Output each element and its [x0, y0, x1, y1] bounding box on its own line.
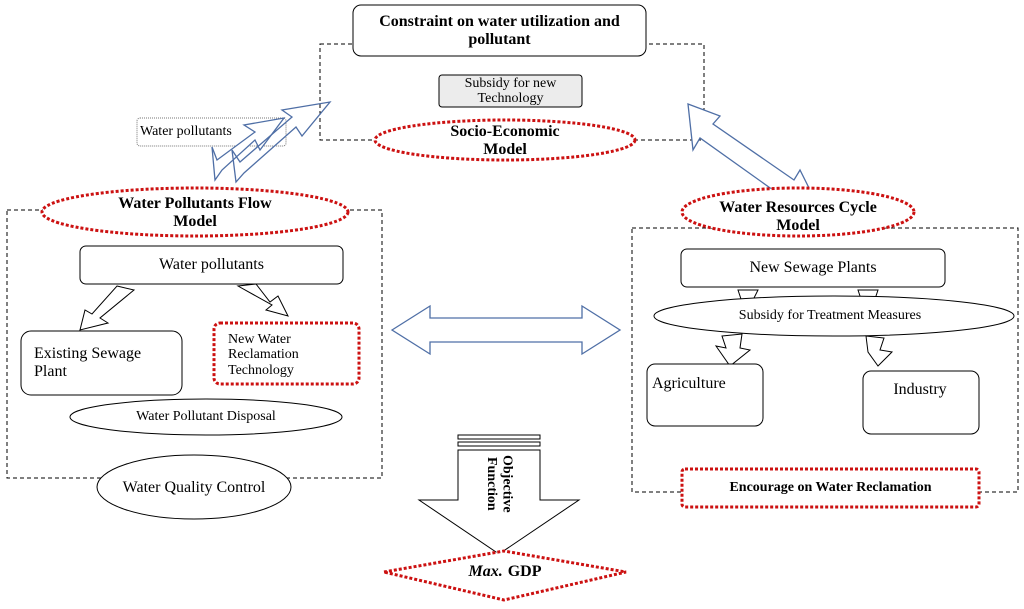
existing-plant-box: [20, 330, 183, 396]
reclamation-tech-box: [212, 321, 361, 386]
to-industry-arrow: [865, 335, 894, 367]
objective-stripe-1: [457, 434, 541, 440]
socio-model-ellipse: [373, 118, 637, 162]
disposal-ellipse: [69, 398, 343, 436]
agriculture-box: [646, 363, 764, 427]
existing-plant-label: Existing Sewage Plant: [34, 345, 150, 380]
pollutants-label: Water pollutants: [159, 256, 264, 274]
pollutants-model-ellipse: [40, 186, 350, 238]
gdp-diamond: [383, 549, 627, 602]
sewage-plants-box: [680, 248, 946, 288]
left-socio-double-arrow-2: [231, 101, 332, 184]
socio-model-label: Socio-Economic Model: [450, 123, 560, 158]
agriculture-label: Agriculture: [652, 375, 726, 393]
constraint-box: [352, 4, 647, 57]
objective-label: Objective Function: [484, 455, 515, 513]
disposal-label: Water Pollutant Disposal: [136, 409, 276, 425]
gdp-label: Max. GDP: [420, 558, 590, 586]
central-double-arrow: [390, 304, 622, 356]
pollutants-region: [6, 209, 383, 479]
resources-model-label: Water Resources Cycle Model: [719, 199, 877, 234]
gdp-prefix: Max.: [468, 563, 503, 581]
quality-label: Water Quality Control: [122, 479, 266, 497]
industry-label: Industry: [893, 381, 947, 399]
to-agriculture-arrow: [714, 333, 752, 367]
objective-stripe-2: [457, 441, 541, 447]
reclamation-tech-label: New Water Reclamation Technology: [228, 331, 299, 378]
quality-ellipse: [96, 454, 292, 520]
pollutants-to-plant-arrow: [79, 285, 136, 331]
objective-arrow: [417, 449, 581, 555]
pollutants-to-reclamation-arrow: [236, 283, 289, 317]
treatment-subsidy-label: Subsidy for Treatment Measures: [738, 308, 922, 324]
treatment-subsidy-ellipse: [653, 295, 1015, 337]
resources-model-ellipse: [680, 186, 916, 238]
pollutants-model-label: Water Pollutants Flow Model: [118, 195, 272, 230]
gdp-text: GDP: [507, 563, 542, 581]
subsidy-tech-label: Subsidy for new Technology: [464, 75, 557, 106]
constraint-label: Constraint on water utilization and poll…: [379, 12, 620, 48]
sewage-plants-label: New Sewage Plants: [749, 259, 877, 277]
industry-box: [862, 370, 980, 435]
encourage-label: Encourage on Water Reclamation: [729, 480, 932, 496]
subsidy-tech-box: [438, 74, 583, 108]
encourage-box: [680, 467, 981, 509]
water-pollutants-tag-label: Water pollutants: [140, 124, 232, 140]
pollutants-box: [79, 245, 344, 285]
